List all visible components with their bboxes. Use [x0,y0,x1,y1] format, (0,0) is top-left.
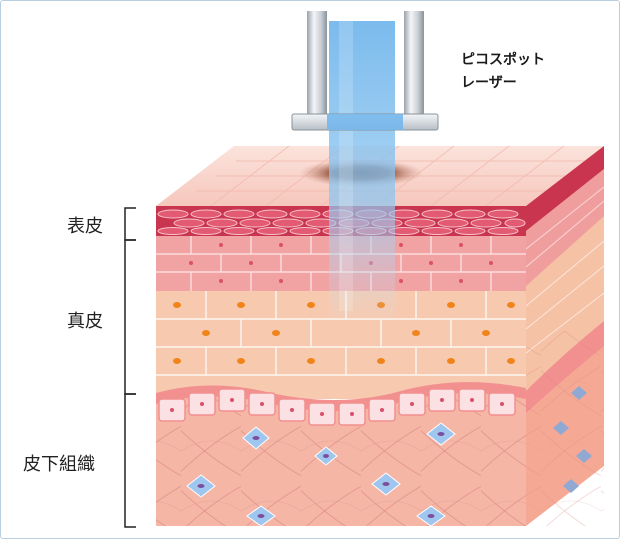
layer-brackets [124,207,136,528]
laser-label-line1: ピコスポット [461,52,545,68]
basal-nuclei [170,398,504,416]
dermis-orange-nuclei [173,302,515,364]
basal-cells [158,388,516,426]
side-fat-cells [553,386,592,493]
subcutis-fibers [156,390,526,526]
side-epidermis [526,146,604,231]
laser-beam [329,21,395,321]
laser-tube-left-wall [307,11,327,121]
side-dermis-pink [526,169,604,286]
laser-aperture [327,114,403,130]
laser-label-line2: レーザー [461,75,517,91]
fat-cell-nuclei [197,432,445,518]
laser-tube-right-wall [404,11,424,121]
label-dermis: 真皮 [67,311,103,332]
label-epidermis: 表皮 [67,216,103,237]
dermis-pink-nuclei [189,243,493,283]
label-subcutaneous-tissue: 皮下組織 [23,454,95,475]
laser-beam-highlight [339,21,353,311]
